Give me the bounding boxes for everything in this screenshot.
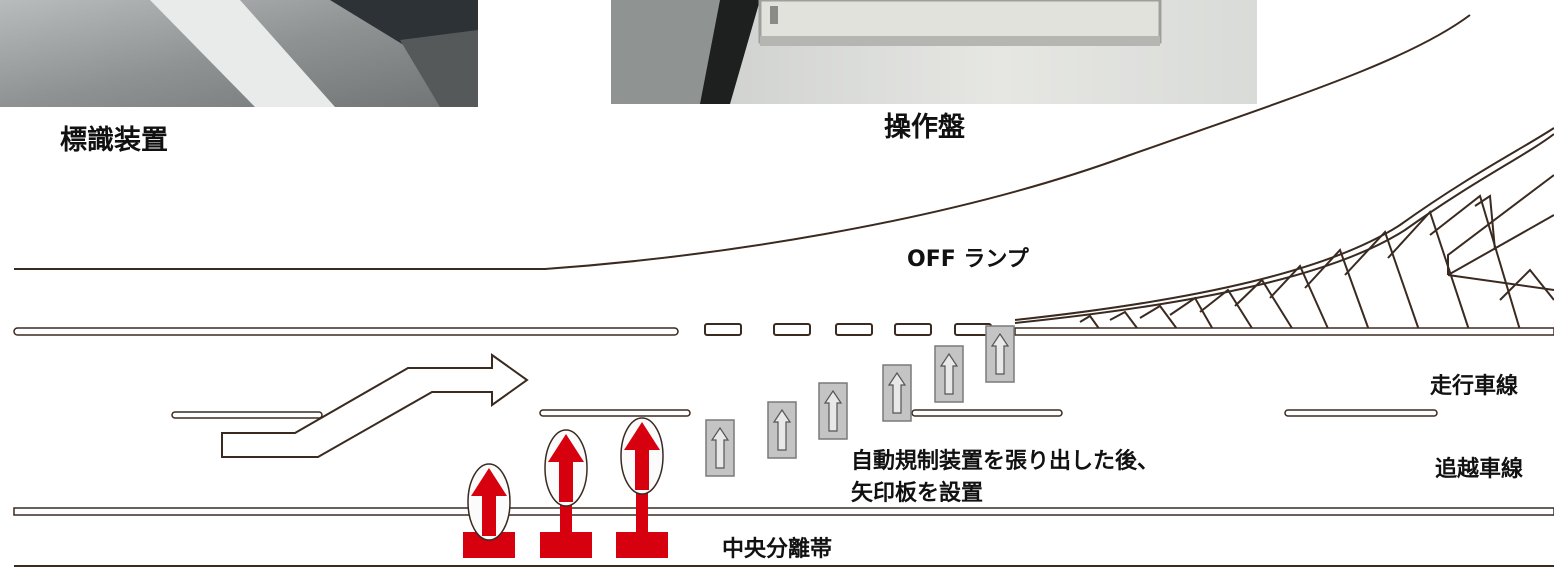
arrow-board-icon: [882, 364, 912, 422]
lane-divider-dashes: [171, 409, 1438, 419]
median-edge-line: [13, 507, 1554, 567]
note-line-2: 矢印板を設置: [851, 480, 983, 506]
lane-change-arrow-icon: [221, 353, 529, 458]
gore-chevron-markings: [1079, 194, 1554, 334]
note-line-1: 自動規制装置を張り出した後、: [851, 448, 1159, 474]
red-sign-device-icon: [540, 429, 592, 558]
passing-lane-label: 追越車線: [1435, 456, 1523, 482]
arrow-board-icon: [705, 419, 735, 477]
arrow-board-icon: [767, 401, 797, 459]
control-panel-caption: 操作盤: [884, 112, 966, 143]
control-panel-photo: [611, 0, 1257, 104]
sign-device-photo: [0, 0, 478, 107]
arrow-board-icon: [985, 325, 1015, 383]
arrow-board-icon: [934, 345, 964, 403]
red-sign-device-icon: [616, 417, 668, 558]
red-sign-device-icon: [463, 463, 515, 558]
road-edge-lines: [14, 14, 1554, 324]
median-label: 中央分離帯: [722, 536, 832, 562]
off-ramp-label: OFF ランプ: [907, 247, 1030, 272]
arrow-boards: [705, 325, 1015, 477]
red-sign-devices: [463, 417, 668, 558]
driving-lane-label: 走行車線: [1430, 373, 1518, 399]
arrow-board-icon: [818, 382, 848, 440]
driving-lane-edge-line: [13, 323, 1554, 336]
sign-device-caption: 標識装置: [60, 125, 168, 156]
